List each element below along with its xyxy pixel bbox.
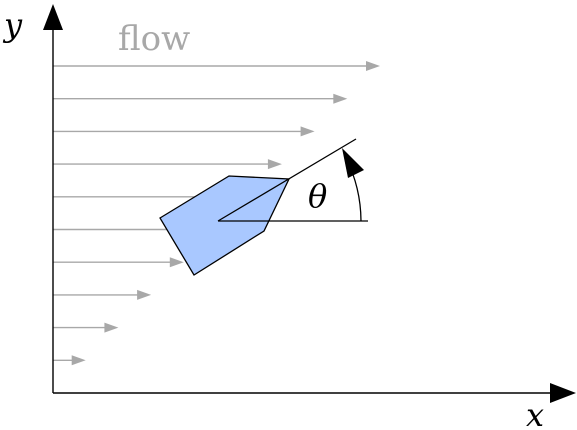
flow-label: flow [118, 19, 190, 59]
body-polygon [159, 175, 291, 276]
flow-arrow-head [366, 61, 380, 71]
flow-arrow-head [169, 257, 184, 268]
flow-arrow-head [137, 289, 152, 300]
heading-line [217, 138, 357, 222]
y-axis-label: y [2, 6, 23, 44]
x-axis-label: x [526, 396, 544, 430]
flow-arrow-head [71, 355, 86, 366]
angle-arrowhead [342, 148, 364, 178]
flow-arrow-head [267, 159, 282, 170]
x-axis-arrowhead [550, 383, 576, 403]
flow-arrow-head [333, 93, 348, 104]
angle-label: θ [308, 177, 327, 215]
y-axis-arrowhead [43, 4, 63, 30]
axes [43, 4, 576, 403]
flow-arrow-head [300, 126, 315, 137]
flow-arrow-head [104, 322, 119, 333]
